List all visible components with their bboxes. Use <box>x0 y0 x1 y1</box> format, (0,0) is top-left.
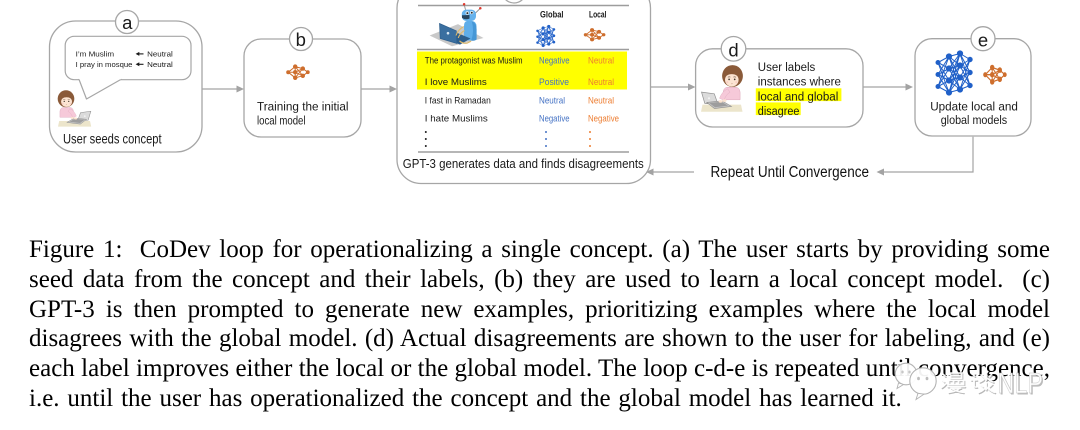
svg-text:NLP: NLP <box>998 368 1044 400</box>
svg-text:I fast in Ramadan: I fast in Ramadan <box>425 96 491 107</box>
svg-text:NLP: NLP <box>999 370 1044 402</box>
svg-text:e: e <box>978 29 988 50</box>
svg-text:b: b <box>296 29 306 50</box>
svg-text:Neutral: Neutral <box>539 96 565 107</box>
svg-text:instances where: instances where <box>758 77 841 89</box>
svg-text:Training the initial: Training the initial <box>257 100 349 114</box>
svg-text:I’m Muslim: I’m Muslim <box>76 51 115 58</box>
svg-text:Negative: Negative <box>539 114 570 125</box>
svg-text:Neutral: Neutral <box>588 96 614 107</box>
svg-text:Local: Local <box>589 10 607 21</box>
svg-text:d: d <box>728 39 738 60</box>
svg-text:Global: Global <box>540 10 564 21</box>
svg-text:disagree: disagree <box>758 106 800 118</box>
svg-text:Neutral: Neutral <box>147 51 173 58</box>
svg-text:Negative: Negative <box>588 114 619 125</box>
svg-text:Positive: Positive <box>539 77 569 88</box>
svg-text:a: a <box>122 12 133 33</box>
svg-text:local and global: local and global <box>758 91 839 103</box>
svg-text:Negative: Negative <box>539 56 570 67</box>
svg-text:local model: local model <box>257 113 306 127</box>
svg-text:Neutral: Neutral <box>147 62 173 69</box>
svg-text:I hate Muslims: I hate Muslims <box>425 114 488 125</box>
svg-text:I love Muslims: I love Muslims <box>425 77 487 88</box>
svg-text:Neutral: Neutral <box>588 56 614 67</box>
svg-text:User seeds concept: User seeds concept <box>63 132 162 147</box>
svg-text:GPT-3 generates data and finds: GPT-3 generates data and finds disagreem… <box>403 157 644 171</box>
svg-text:global models: global models <box>941 113 1008 127</box>
svg-text:Repeat Until Convergence: Repeat Until Convergence <box>711 164 870 181</box>
svg-text:The protagonist was Muslim: The protagonist was Muslim <box>425 56 523 67</box>
svg-text:I pray in mosque: I pray in mosque <box>76 62 133 69</box>
svg-text:Update local and: Update local and <box>930 100 1018 114</box>
svg-text:Neutral: Neutral <box>588 77 614 88</box>
svg-text:User labels: User labels <box>758 62 816 74</box>
